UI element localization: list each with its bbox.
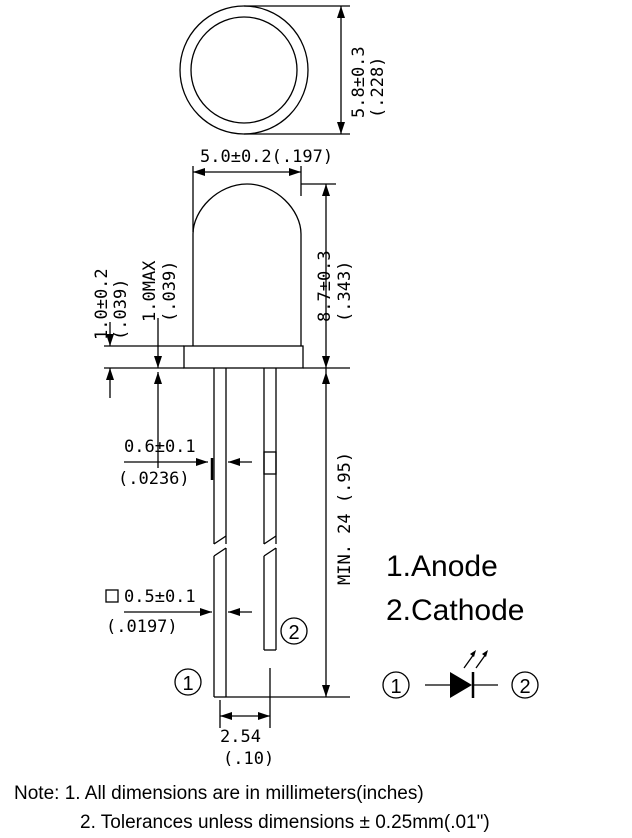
top-view: 5.8±0.3 (.228) <box>179 5 388 135</box>
lead-pitch-dimension: 2.54 (.10) <box>219 668 274 769</box>
lead-square-label: 0.5±0.1 <box>124 587 196 607</box>
lead-square-inch-label: (.0197) <box>106 617 178 637</box>
lead-pitch-inch-label: (.10) <box>223 749 274 769</box>
anode-label: 1.Anode <box>386 550 498 583</box>
body-diameter-label: 5.0±0.2(.197) <box>200 147 333 167</box>
lens-diameter-inch-label: (.228) <box>368 57 388 118</box>
square-section-icon <box>105 589 119 603</box>
body-height-label: 8.7±0.3 <box>315 250 335 322</box>
body-height-inch-label: (.343) <box>335 261 355 322</box>
flange-inch-label: (.039) <box>111 279 131 340</box>
svg-text:2: 2 <box>288 622 299 644</box>
note-line-1: Note: 1. All dimensions are in millimete… <box>14 783 424 804</box>
lead-length-label: MIN. 24 (.95) <box>335 452 355 585</box>
pin1-marker: 1 <box>174 668 202 696</box>
flange-label: 1.0±0.2 <box>92 268 112 340</box>
note-line-2: 2. Tolerances unless dimensions ± 0.25mm… <box>80 812 490 833</box>
flange-max-inch-label: (.039) <box>160 261 180 322</box>
lead-kink-inch-label: (.0236) <box>118 469 190 489</box>
led-diode-symbol-icon: 1 2 <box>382 650 539 699</box>
lead-pitch-label: 2.54 <box>220 727 261 747</box>
body-height-dimension: 8.7±0.3 (.343) <box>301 183 355 369</box>
lens-diameter-label: 5.8±0.3 <box>349 46 369 118</box>
cathode-label: 2.Cathode <box>386 594 524 627</box>
lead-square-dimension: 0.5±0.1 (.0197) <box>105 587 252 637</box>
lead-length-dimension: MIN. 24 (.95) <box>226 368 355 698</box>
pin2-marker: 2 <box>280 617 308 645</box>
lead-kink-label: 0.6±0.1 <box>124 437 196 457</box>
svg-text:2: 2 <box>519 676 530 698</box>
svg-text:1: 1 <box>390 676 401 698</box>
lead-kink-dimension: 0.6±0.1 (.0236) <box>118 437 252 489</box>
flange-max-label: 1.0MAX <box>140 260 160 322</box>
svg-text:1: 1 <box>182 673 193 695</box>
body-width-dimension: 5.0±0.2(.197) <box>192 147 333 232</box>
led-side-view <box>183 183 304 698</box>
flange-dimension: 1.0±0.2 (.039) 1.0MAX (.039) <box>92 260 184 468</box>
